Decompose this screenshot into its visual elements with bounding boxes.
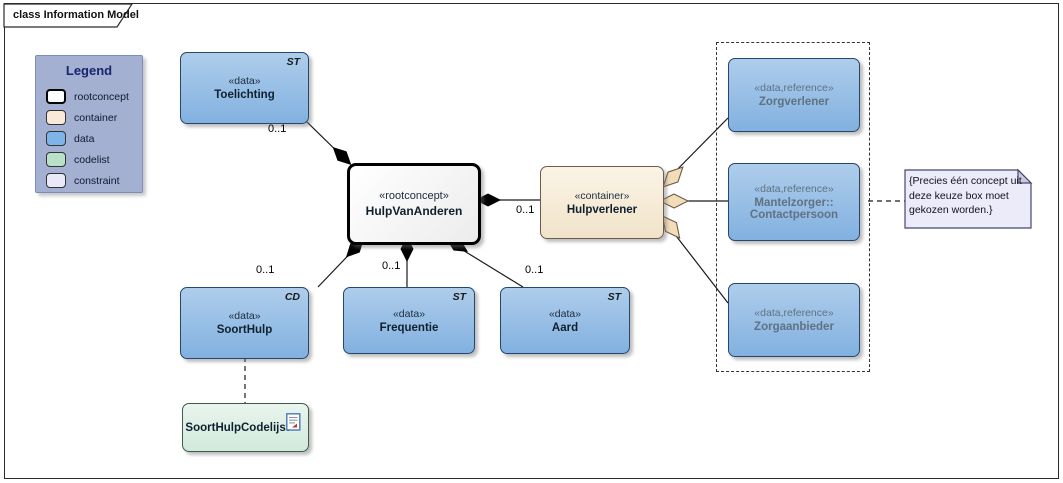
legend-item-constraint: constraint [46, 170, 142, 191]
node-name: Contactpersoon [749, 209, 839, 221]
node-name: Mantelzorger:: [754, 197, 834, 209]
constraint-swatch-icon [46, 173, 66, 188]
multiplicity-label: 0..1 [268, 123, 287, 135]
node-zorgaanbieder[interactable]: «data,reference» Zorgaanbieder [728, 283, 860, 357]
codelist-document-icon [286, 413, 301, 431]
note-shape [904, 168, 1033, 229]
frame-tab [3, 3, 134, 28]
legend-label: codelist [74, 153, 110, 166]
legend-title: Legend [65, 63, 113, 78]
node-aard[interactable]: ST «data» Aard [500, 287, 630, 354]
legend-label: container [74, 111, 118, 124]
legend-item-codelist: codelist [46, 149, 142, 170]
node-name: Hulpverlener [566, 203, 638, 216]
legend: Legend rootconcept container data codeli… [35, 55, 143, 193]
stereotype: «data» [228, 310, 261, 322]
stereotype: «container» [574, 189, 630, 202]
aggregation-diamond-icon [658, 193, 690, 209]
legend-items: rootconcept container data codelist cons… [46, 86, 142, 191]
node-soorthulpcodelijst[interactable]: SoortHulpCodelijst [182, 403, 309, 452]
node-name: Zorgaanbieder [754, 321, 834, 333]
node-name: HulpVanAnderen [365, 204, 463, 218]
diagram-frame-border [4, 3, 1059, 479]
stereotype: «data» [392, 307, 426, 320]
stereotype: «rootconcept» [379, 190, 449, 202]
multiplicity-label: 0..1 [516, 204, 535, 216]
multiplicity-label: 0..1 [256, 264, 275, 276]
constraint-note[interactable]: {Precies één concept uit deze keuze box … [909, 175, 1022, 217]
choice-box-boundary [716, 42, 870, 372]
node-name: Toelichting [214, 89, 275, 101]
aggregation-diamonds [658, 166, 690, 240]
type-marker: ST [286, 56, 300, 68]
legend-label: rootconcept [74, 90, 129, 103]
node-name: Aard [551, 321, 579, 334]
container-swatch-icon [46, 110, 66, 125]
note-fold-icon [1017, 168, 1033, 184]
aggregation-diamond-icon [662, 166, 684, 188]
diagram-title: class Information Model [13, 9, 139, 21]
aggregation-diamond-icon [661, 214, 681, 240]
type-marker: ST [452, 291, 466, 303]
type-marker: CD [284, 291, 300, 303]
legend-label: data [74, 132, 95, 145]
rootconcept-swatch-icon [46, 89, 66, 104]
data-swatch-icon [46, 131, 66, 146]
node-name: Frequentie [379, 321, 439, 334]
composition-diamond-icon [332, 146, 352, 166]
stereotype: «data» [548, 307, 582, 320]
node-zorgverlener[interactable]: «data,reference» Zorgverlener [728, 58, 860, 132]
node-mantelzorger-contactpersoon[interactable]: «data,reference» Mantelzorger:: Contactp… [728, 163, 860, 241]
node-name: Zorgverlener [758, 96, 830, 108]
stereotype: «data,reference» [754, 307, 834, 319]
composition-diamond-icon [475, 193, 501, 207]
stereotype: «data,reference» [754, 183, 834, 195]
legend-item-data: data [46, 128, 142, 149]
dashed-connectors [244, 200, 905, 403]
codelist-swatch-icon [46, 152, 66, 167]
multiplicity-label: 0..1 [525, 264, 544, 276]
node-name: SoortHulp [216, 324, 273, 336]
multiplicity-label: 0..1 [382, 260, 401, 272]
stereotype: «data,reference» [754, 82, 834, 94]
node-soorthulp[interactable]: CD «data» SoortHulp [180, 287, 309, 359]
node-frequentie[interactable]: ST «data» Frequentie [343, 287, 475, 354]
legend-item-container: container [46, 107, 142, 128]
node-hulpvananderen[interactable]: «rootconcept» HulpVanAnderen [347, 163, 481, 245]
stereotype: «data» [228, 75, 261, 87]
node-hulpverlener[interactable]: «container» Hulpverlener [540, 166, 664, 239]
type-marker: ST [607, 291, 621, 303]
node-name: SoortHulpCodelijst [185, 421, 290, 434]
legend-item-rootconcept: rootconcept [46, 86, 142, 107]
legend-label: constraint [74, 174, 120, 187]
node-toelichting[interactable]: ST «data» Toelichting [180, 52, 309, 124]
